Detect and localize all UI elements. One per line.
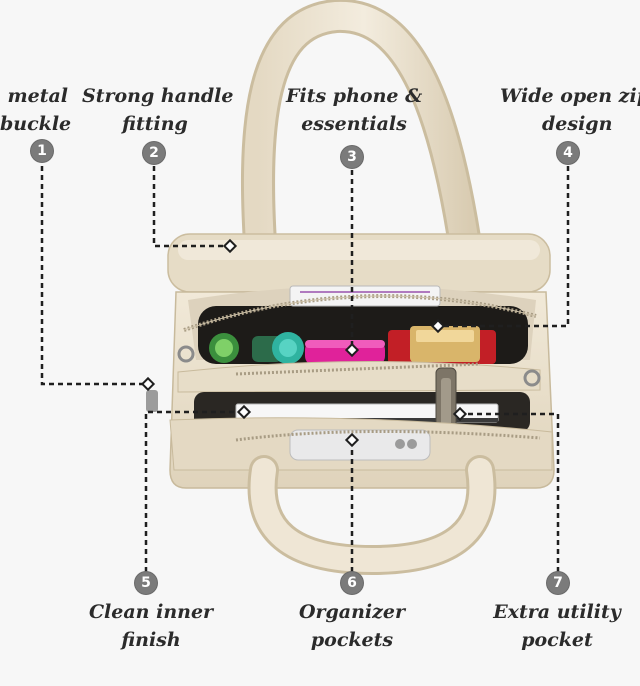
marker-4 bbox=[430, 318, 446, 334]
bag-back-panel bbox=[167, 233, 551, 293]
leader-2 bbox=[152, 166, 230, 248]
top-handle bbox=[240, 0, 487, 297]
marker-5 bbox=[236, 404, 252, 420]
marker-3 bbox=[344, 342, 360, 358]
zipper-pull bbox=[435, 367, 457, 439]
callout-badge-1: 1 bbox=[31, 140, 53, 162]
callout-badge-7: 7 bbox=[547, 572, 569, 594]
callout-badge-5: 5 bbox=[135, 572, 157, 594]
right-buckle bbox=[523, 369, 541, 387]
callout-leaders bbox=[40, 166, 570, 572]
callout-label-2: Strong handle fitting bbox=[82, 85, 234, 135]
leader-7 bbox=[460, 412, 560, 572]
pink-item bbox=[305, 340, 385, 366]
callout-label-5: Clean inner finish bbox=[88, 601, 214, 651]
teal-marker bbox=[252, 332, 304, 364]
callout-label-7: Extra utility pocket bbox=[493, 601, 621, 651]
front-handle bbox=[247, 455, 497, 576]
marker-6 bbox=[344, 432, 360, 448]
lipstick-case bbox=[388, 326, 496, 364]
leader-4 bbox=[438, 166, 570, 328]
callout-label-3: Fits phone & essentials bbox=[286, 85, 423, 135]
callout-badge-3: 3 bbox=[341, 146, 363, 168]
left-buckle bbox=[146, 345, 195, 412]
leader-1 bbox=[40, 166, 148, 386]
callout-label-1: metal buckle bbox=[0, 85, 72, 135]
marker-7 bbox=[452, 406, 468, 422]
leader-5 bbox=[144, 410, 244, 572]
marker-2 bbox=[222, 238, 238, 254]
green-marker bbox=[209, 333, 239, 363]
marker-1 bbox=[140, 376, 156, 392]
callout-badge-4: 4 bbox=[557, 142, 579, 164]
callout-label-6: Organizer pockets bbox=[298, 601, 406, 651]
callout-label-4: Wide open zip design bbox=[500, 85, 640, 135]
leader-endpoints bbox=[140, 238, 468, 448]
callout-badge-6: 6 bbox=[341, 572, 363, 594]
callout-badge-2: 2 bbox=[143, 142, 165, 164]
